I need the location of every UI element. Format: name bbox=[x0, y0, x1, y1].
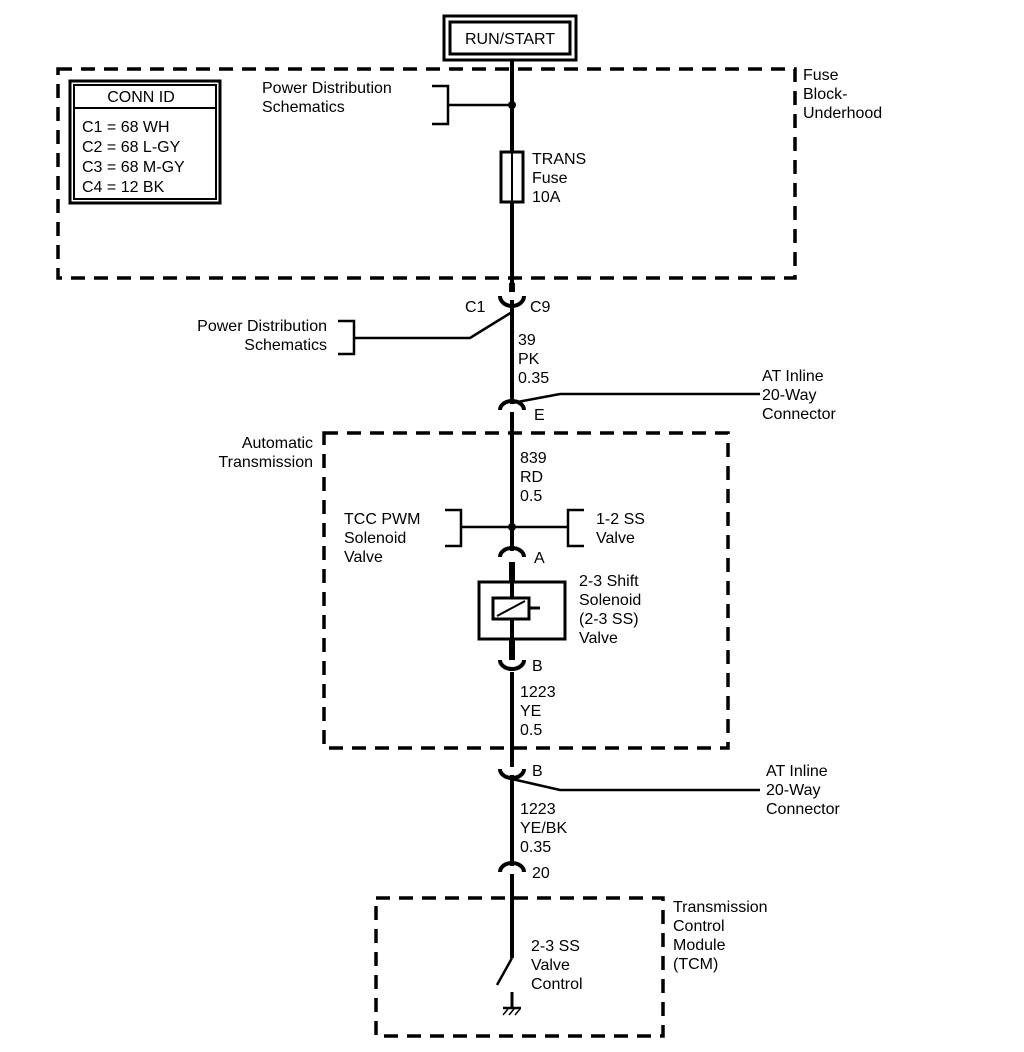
svg-text:PK: PK bbox=[518, 351, 540, 368]
svg-text:(TCM): (TCM) bbox=[673, 956, 718, 973]
conn-id-title: CONN ID bbox=[107, 89, 175, 106]
svg-text:C9: C9 bbox=[530, 299, 551, 316]
pin-a-connector: A bbox=[498, 546, 545, 582]
wire-1223-ye-label: 1223 YE 0.5 bbox=[520, 684, 556, 739]
fuse-block-outline bbox=[56, 67, 797, 280]
shift-solenoid-2-3: 2-3 Shift Solenoid (2-3 SS) Valve bbox=[477, 573, 641, 647]
pin-b-connector: B bbox=[498, 640, 543, 675]
svg-text:Control: Control bbox=[531, 976, 583, 993]
svg-text:Underhood: Underhood bbox=[803, 105, 882, 122]
svg-text:Solenoid: Solenoid bbox=[344, 530, 406, 547]
svg-text:1223: 1223 bbox=[520, 684, 556, 701]
svg-text:0.5: 0.5 bbox=[520, 488, 542, 505]
svg-text:E: E bbox=[534, 407, 545, 424]
svg-text:Solenoid: Solenoid bbox=[579, 592, 641, 609]
svg-text:Block-: Block- bbox=[803, 86, 847, 103]
power-distribution-top: Power Distribution Schematics bbox=[262, 80, 516, 126]
svg-text:Fuse: Fuse bbox=[803, 67, 839, 84]
tcm-outline bbox=[374, 896, 665, 1038]
inline-connector-e: E AT Inline 20-Way Connector bbox=[498, 368, 836, 424]
svg-text:20: 20 bbox=[532, 865, 550, 882]
svg-text:Fuse: Fuse bbox=[532, 170, 568, 187]
svg-text:YE/BK: YE/BK bbox=[520, 820, 567, 837]
svg-text:C1: C1 bbox=[465, 299, 486, 316]
trans-fuse: TRANS Fuse 10A bbox=[499, 150, 586, 206]
svg-text:(2-3 SS): (2-3 SS) bbox=[579, 611, 639, 628]
conn-id-table: CONN ID C1 = 68 WH C2 = 68 L-GY C3 = 68 … bbox=[68, 79, 222, 205]
svg-text:Module: Module bbox=[673, 937, 726, 954]
svg-text:20-Way: 20-Way bbox=[766, 782, 821, 799]
svg-text:Connector: Connector bbox=[766, 801, 840, 818]
svg-text:Valve: Valve bbox=[596, 530, 635, 547]
inline-connector-b: B AT Inline 20-Way Connector bbox=[498, 763, 840, 818]
svg-text:10A: 10A bbox=[532, 189, 561, 206]
svg-text:TRANS: TRANS bbox=[532, 151, 586, 168]
tcm-label: Transmission Control Module (TCM) bbox=[673, 899, 768, 973]
svg-text:0.5: 0.5 bbox=[520, 722, 542, 739]
automatic-transmission-outline bbox=[322, 431, 730, 750]
svg-text:0.35: 0.35 bbox=[518, 370, 549, 387]
svg-text:AT Inline: AT Inline bbox=[762, 368, 824, 385]
svg-text:Schematics: Schematics bbox=[244, 337, 327, 354]
conn-id-row: C4 = 12 BK bbox=[82, 179, 165, 196]
svg-text:TCC PWM: TCC PWM bbox=[344, 511, 420, 528]
svg-text:39: 39 bbox=[518, 332, 536, 349]
wire-39-pk-label: 39 PK 0.35 bbox=[518, 332, 549, 387]
wire-839-rd-label: 839 RD 0.5 bbox=[520, 450, 547, 505]
svg-text:839: 839 bbox=[520, 450, 547, 467]
connector-c1-c9: C1 C9 bbox=[465, 283, 551, 316]
svg-text:1-2 SS: 1-2 SS bbox=[596, 511, 645, 528]
svg-text:20-Way: 20-Way bbox=[762, 387, 817, 404]
svg-text:Valve: Valve bbox=[531, 957, 570, 974]
fuse-block-label: Fuse Block- Underhood bbox=[803, 67, 882, 122]
conn-id-row: C1 = 68 WH bbox=[82, 119, 170, 136]
svg-text:AT Inline: AT Inline bbox=[766, 763, 828, 780]
svg-text:B: B bbox=[532, 763, 543, 780]
svg-text:Power Distribution: Power Distribution bbox=[197, 318, 327, 335]
svg-text:B: B bbox=[532, 658, 543, 675]
svg-text:Schematics: Schematics bbox=[262, 99, 345, 116]
svg-text:Power Distribution: Power Distribution bbox=[262, 80, 392, 97]
conn-id-row: C3 = 68 M-GY bbox=[82, 159, 185, 176]
svg-text:Transmission: Transmission bbox=[673, 899, 768, 916]
svg-text:Control: Control bbox=[673, 918, 725, 935]
svg-text:Valve: Valve bbox=[344, 549, 383, 566]
solenoid-splice: TCC PWM Solenoid Valve 1-2 SS Valve bbox=[344, 508, 645, 566]
svg-text:RD: RD bbox=[520, 469, 543, 486]
conn-id-row: C2 = 68 L-GY bbox=[82, 139, 181, 156]
svg-text:2-3 Shift: 2-3 Shift bbox=[579, 573, 639, 590]
svg-text:1223: 1223 bbox=[520, 801, 556, 818]
svg-text:Transmission: Transmission bbox=[218, 454, 313, 471]
svg-text:Valve: Valve bbox=[579, 630, 618, 647]
pin-20-connector: 20 bbox=[498, 861, 550, 882]
valve-control-switch: 2-3 SS Valve Control bbox=[495, 938, 583, 1016]
automatic-transmission-label: Automatic Transmission bbox=[218, 435, 313, 471]
run-start-box: RUN/START bbox=[442, 14, 578, 62]
svg-text:2-3 SS: 2-3 SS bbox=[531, 938, 580, 955]
svg-text:Connector: Connector bbox=[762, 406, 836, 423]
svg-text:Automatic: Automatic bbox=[242, 435, 313, 452]
svg-text:0.35: 0.35 bbox=[520, 839, 551, 856]
wire-1223-yebk-label: 1223 YE/BK 0.35 bbox=[520, 801, 567, 856]
run-start-label: RUN/START bbox=[465, 31, 555, 48]
svg-text:YE: YE bbox=[520, 703, 541, 720]
power-distribution-mid: Power Distribution Schematics bbox=[197, 310, 513, 356]
svg-text:A: A bbox=[534, 550, 545, 567]
